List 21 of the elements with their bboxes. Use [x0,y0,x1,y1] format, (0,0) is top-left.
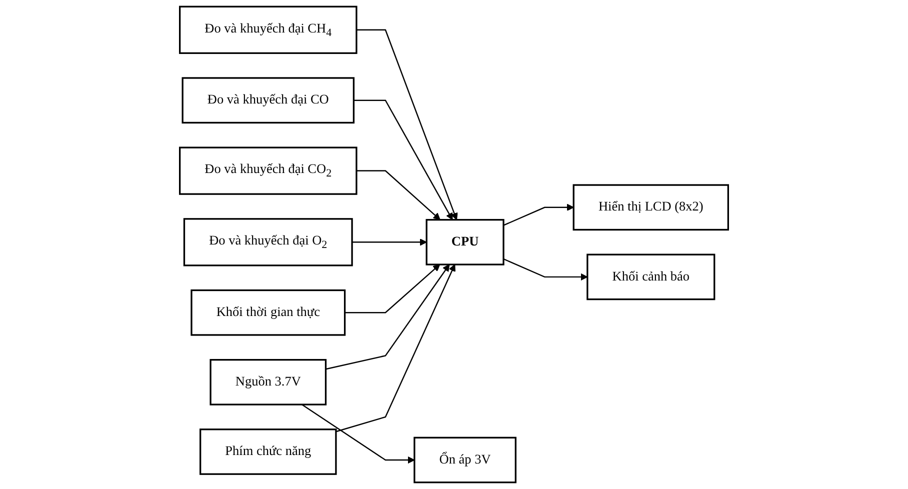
node-box: Hiển thị LCD (8x2) [572,184,729,231]
node-box: Đo và khuyếch đại CO [182,77,355,124]
arrow [302,404,415,464]
arrow [503,258,588,281]
node-box: Ổn áp 3V [414,436,516,484]
arrow [354,100,453,220]
node-box: Nguồn 3.7V [210,359,327,406]
node-box: Khối cảnh báo [586,254,716,300]
arrow [356,170,440,220]
node-box: Đo và khuyếch đại CO$_{2}$ [179,146,358,195]
arrow [352,238,427,246]
arrow [336,264,456,432]
node-box: CPU [426,218,504,266]
arrow [344,264,440,314]
node-box: Đo và khuyếch đại O$_{2}$ [183,218,353,266]
node-box: Phím chức năng [200,428,337,475]
arrow [326,264,450,370]
arrow [356,29,458,220]
node-box: Khối thời gian thực [190,289,346,336]
node-box: Đo và khuyếch đại CH$_{4}$ [179,6,358,54]
arrow [503,204,574,226]
